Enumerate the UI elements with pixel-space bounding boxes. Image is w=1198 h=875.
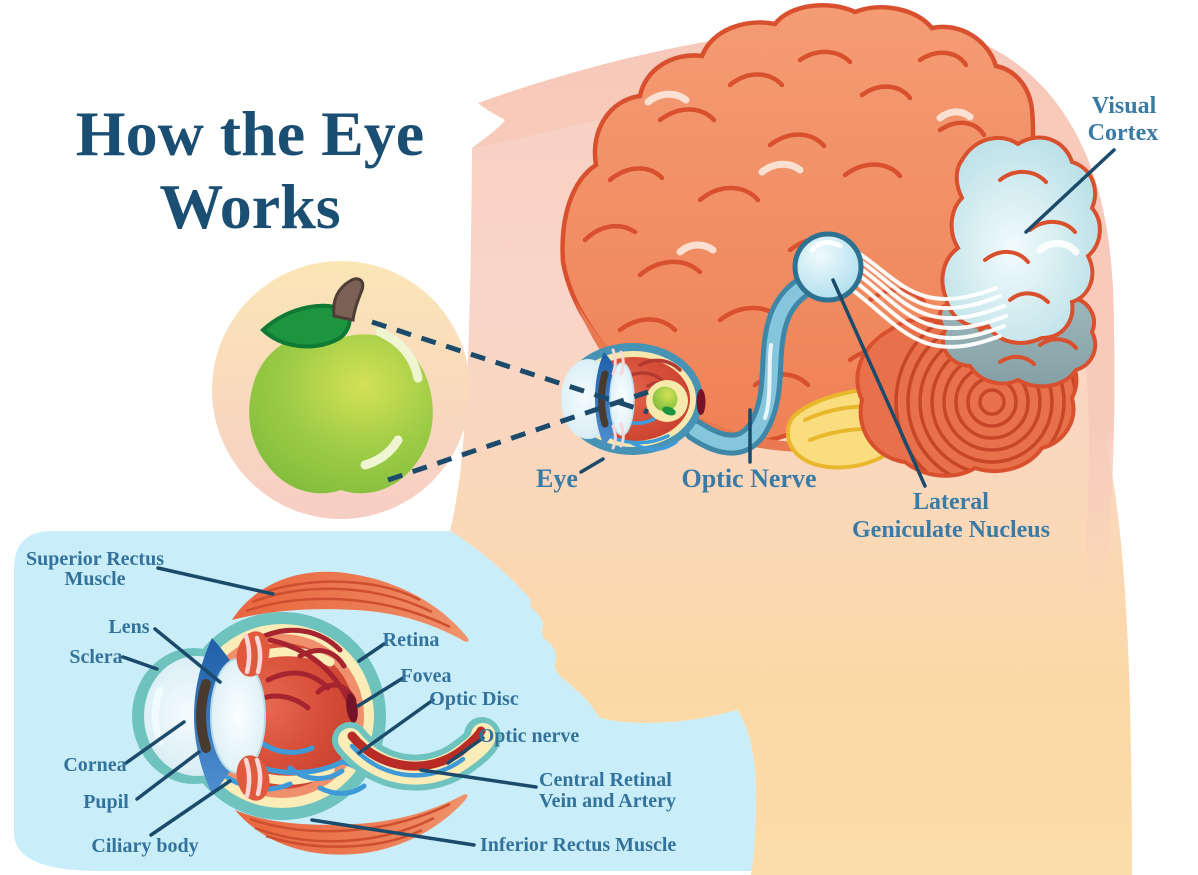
retina-label: Retina — [383, 629, 440, 651]
eye-diagram-panel — [14, 531, 756, 871]
sightline-lower-dashed — [387, 389, 649, 483]
eye-diagram-annotations: Superior Rectus Muscle Lens Sclera Corne… — [26, 548, 676, 857]
sightline-upper-dashed — [371, 319, 649, 415]
page-title-line2: Works — [159, 171, 340, 242]
lgn-shine — [809, 240, 843, 253]
lens-shape — [210, 658, 266, 774]
pupil-opening — [196, 679, 211, 753]
apple-stem — [332, 277, 365, 322]
eye-label: Eye — [536, 464, 578, 493]
apple-inset — [212, 261, 470, 519]
retina-leader-line — [357, 642, 386, 663]
pupil-label: Pupil — [83, 791, 129, 813]
lgn-leader-line — [831, 278, 927, 488]
superior-rectus-leader-line — [156, 566, 275, 596]
brain-shine-highlights — [644, 90, 974, 256]
eye-leader-line — [579, 457, 605, 474]
lens-leader-line — [153, 627, 222, 684]
lateral-geniculate-nucleus — [792, 231, 864, 303]
visual-cortex — [937, 135, 1102, 389]
optic-disc-label: Optic Disc — [429, 688, 519, 710]
page-title-line1: How the Eye — [76, 98, 424, 169]
optic-nerve-panel-label: Optic nerve — [479, 725, 580, 747]
cornea-label: Cornea — [63, 754, 126, 776]
superior-rectus-label-line1: Superior Rectus — [26, 548, 164, 570]
central-retinal-leader-line — [419, 768, 538, 789]
fovea-label: Fovea — [400, 665, 451, 687]
inferior-rectus-label: Inferior Rectus Muscle — [480, 834, 676, 856]
optic-nerve-label: Optic Nerve — [681, 464, 816, 493]
inverted-apple-image — [652, 386, 678, 412]
optic-disc-leader-line — [357, 698, 435, 755]
eye-cross-section — [132, 571, 501, 855]
small-eye-ciliary-fibers — [611, 348, 625, 450]
retinal-artery-vessels — [249, 627, 357, 711]
inverted-apple-leaf — [662, 406, 676, 416]
cornea-leader-line — [124, 720, 186, 765]
pupil-leader-line — [135, 750, 201, 801]
optic-nerve-tube-highlight — [763, 343, 773, 420]
apple-leaf — [260, 303, 352, 349]
fovea-leader-line — [356, 676, 405, 708]
fovea-spot — [346, 693, 358, 723]
small-eye-section — [561, 343, 706, 455]
central-retinal-artery — [347, 726, 486, 771]
ciliary-zonule-fibers — [243, 633, 263, 799]
optic-radiation-fibers — [853, 250, 1008, 349]
visual-cortex-leader-line — [1024, 148, 1116, 234]
optic-nerve-panel-leader-line — [446, 736, 485, 765]
sclera-leader-line — [121, 655, 159, 671]
lens-label: Lens — [108, 616, 149, 638]
superior-rectus-label-line2: Muscle — [64, 568, 125, 590]
pathway-annotations: Eye Optic Nerve Lateral Geniculate Nucle… — [536, 93, 1158, 543]
superior-rectus-muscle-shape — [232, 571, 469, 642]
optic-nerve-tube — [683, 271, 822, 456]
central-retinal-label-line2: Vein and Artery — [539, 790, 676, 812]
visual-cortex-shine — [1036, 240, 1080, 256]
small-eye-optic-disc — [696, 389, 706, 415]
sclera-label: Sclera — [69, 646, 122, 668]
lgn-label-line1: Lateral — [913, 489, 989, 515]
superior-rectus-muscle-striations — [245, 580, 451, 629]
inferior-rectus-leader-line — [310, 818, 476, 847]
central-retinal-label-line1: Central Retinal — [539, 769, 672, 791]
central-retinal-vein — [349, 743, 466, 778]
lgn-label-line2: Geniculate Nucleus — [852, 517, 1050, 543]
apple-highlight — [360, 327, 423, 470]
ciliary-body-label: Ciliary body — [91, 835, 198, 857]
visual-cortex-label-line1: Visual — [1092, 93, 1157, 119]
visual-cortex-label-line2: Cortex — [1088, 120, 1159, 146]
visual-cortex-upper-gyri — [983, 170, 1077, 304]
ciliary-body-leader-line — [149, 779, 232, 837]
